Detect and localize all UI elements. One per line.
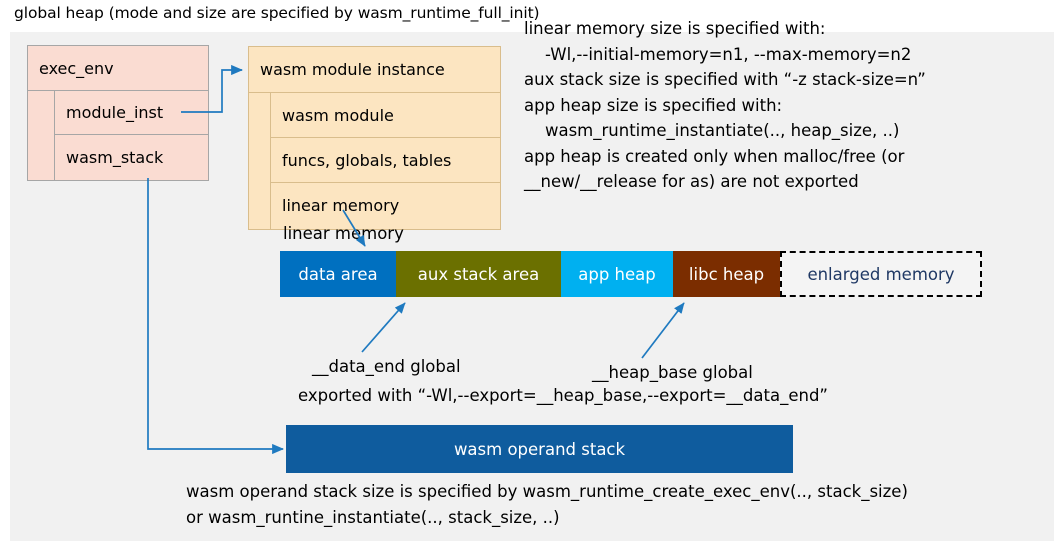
exec-env-field-list: module_inst wasm_stack xyxy=(55,91,208,180)
mem-segment-data-area: data area xyxy=(280,251,396,297)
mem-segment-aux-stack-area: aux stack area xyxy=(396,251,561,297)
linear-memory-bar: data area aux stack area app heap libc h… xyxy=(280,251,982,297)
linear-memory-bar-label: linear memory xyxy=(283,224,404,243)
page-title: global heap (mode and size are specified… xyxy=(14,4,540,22)
wasm-module-instance-title: wasm module instance xyxy=(249,47,500,93)
mem-segment-libc-heap: libc heap xyxy=(673,251,780,297)
wasm-module-instance-field-list: wasm module funcs, globals, tables linea… xyxy=(271,93,500,229)
wasm-operand-stack-notes: wasm operand stack size is specified by … xyxy=(186,482,908,527)
exec-env-gutter xyxy=(28,91,55,180)
field-funcs-globals-tables: funcs, globals, tables xyxy=(271,138,500,183)
annotation-data-end: __data_end global xyxy=(312,357,461,376)
annotation-heap-base: __heap_base global xyxy=(592,363,753,382)
wasm-operand-stack-bar: wasm operand stack xyxy=(286,425,793,473)
exec-env-field-module-inst: module_inst xyxy=(55,91,208,135)
exec-env-field-wasm-stack: wasm_stack xyxy=(66,147,164,167)
wasm-module-instance-fields: wasm module funcs, globals, tables linea… xyxy=(249,93,500,229)
field-wasm-module: wasm module xyxy=(271,93,500,138)
annotation-export-flags: exported with “-Wl,--export=__heap_base,… xyxy=(298,386,828,405)
mem-segment-app-heap: app heap xyxy=(561,251,673,297)
mem-segment-enlarged-memory: enlarged memory xyxy=(780,251,982,297)
wasm-module-instance-gutter xyxy=(249,93,271,229)
exec-env-box: exec_env module_inst wasm_stack xyxy=(27,45,209,181)
exec-env-fields: module_inst wasm_stack xyxy=(28,91,208,180)
field-linear-memory: linear memory xyxy=(282,196,400,215)
exec-env-title: exec_env xyxy=(28,46,208,91)
wasm-module-instance-box: wasm module instance wasm module funcs, … xyxy=(248,46,501,230)
linear-memory-notes: linear memory size is specified with: -W… xyxy=(524,19,926,191)
